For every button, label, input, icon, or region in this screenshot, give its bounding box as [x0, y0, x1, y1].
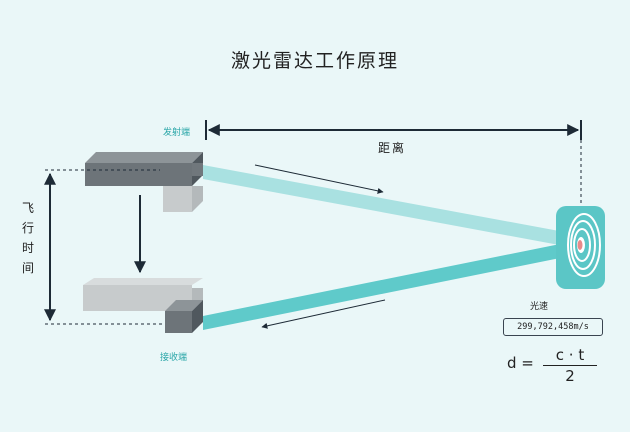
- emitter-device: [85, 152, 203, 212]
- receiver-label: 接收端: [160, 353, 188, 363]
- distance-formula: d = c · t 2: [507, 346, 597, 386]
- formula-lhs: d =: [507, 354, 534, 372]
- time-of-flight-label: 飞行时间: [21, 201, 34, 275]
- diagram-title: 激光雷达工作原理: [230, 50, 399, 72]
- laser-beam-outgoing: [203, 165, 570, 247]
- receiver-device: [83, 278, 203, 333]
- formula-denominator: 2: [565, 367, 575, 385]
- return-direction-arrow: [261, 299, 386, 329]
- speed-of-light-label: 光速: [530, 302, 549, 312]
- formula-fraction-bar: [543, 365, 597, 366]
- formula-numerator: c · t: [555, 346, 585, 364]
- laser-beam-return: [203, 242, 570, 330]
- distance-label: 距离: [378, 141, 407, 155]
- speed-value-box: 299,792,458m/s: [503, 318, 603, 336]
- emitter-label: 发射端: [163, 128, 191, 138]
- target: [556, 206, 605, 289]
- outgoing-direction-arrow: [254, 164, 384, 194]
